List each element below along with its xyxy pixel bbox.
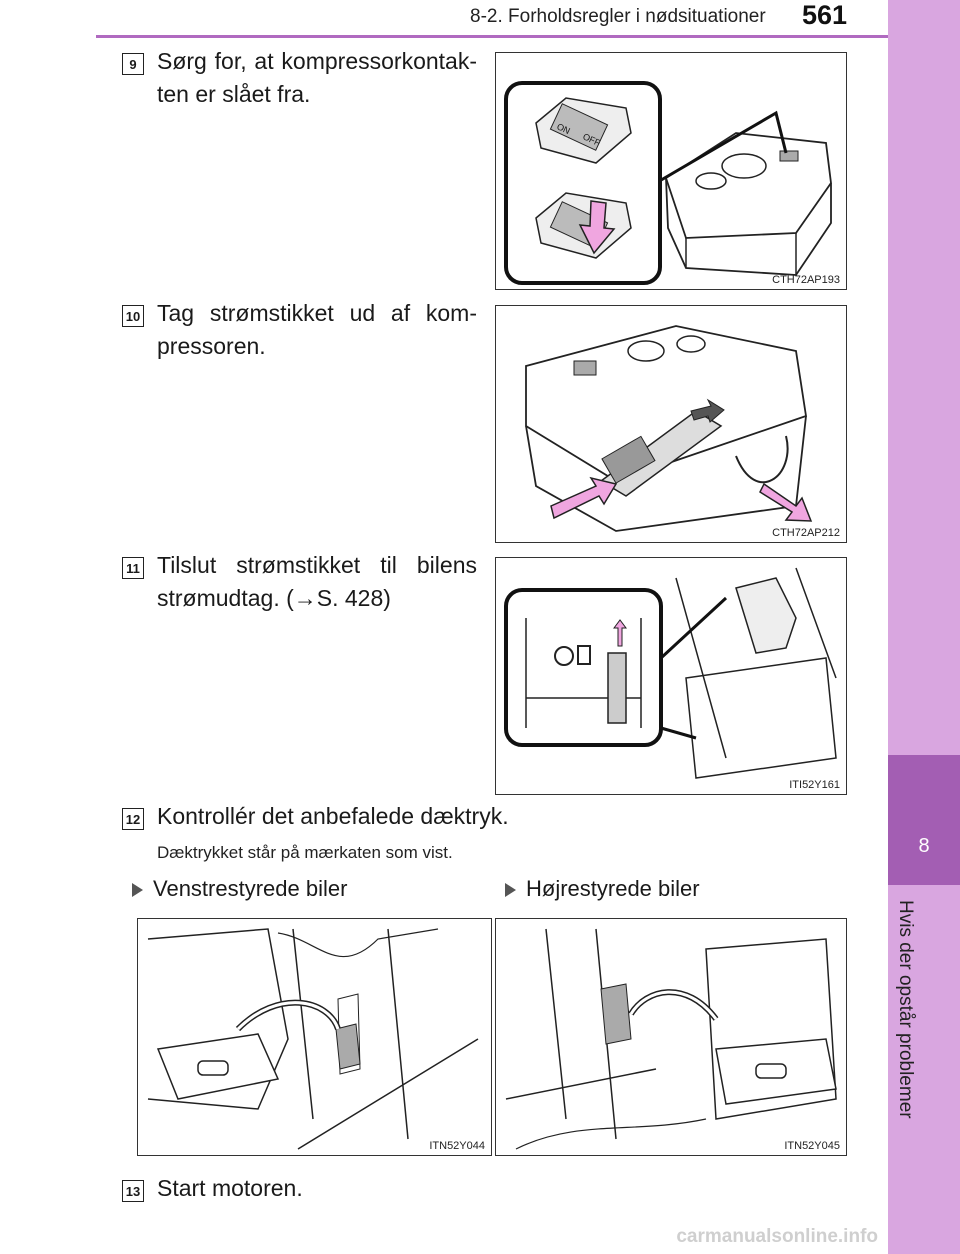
step-text-part: ) [383, 585, 391, 611]
variant-label: Højrestyrede biler [526, 876, 700, 901]
step-number: 11 [122, 557, 144, 579]
figure-code: ITI52Y161 [789, 779, 840, 791]
page-reference-link[interactable]: S. 428 [316, 585, 384, 611]
variant-label: Venstrestyrede biler [153, 876, 348, 901]
triangle-bullet-icon [132, 883, 143, 898]
step-number: 12 [122, 808, 144, 830]
figure-power-outlet: ITI52Y161 [495, 557, 847, 795]
figure-rhd-door-label: ITN52Y045 [495, 918, 847, 1156]
watermark: carmanualsonline.info [676, 1226, 878, 1247]
step-text: Start motoren. [157, 1175, 303, 1201]
figure-compressor-plug: CTH72AP212 [495, 305, 847, 543]
step-text: Sørg for, at kompressorkontak-ten er slå… [157, 48, 477, 107]
step-text: Kontrollér det anbefalede dæktryk. [157, 803, 509, 829]
step-note: Dæktrykket står på mærkaten som vist. [157, 843, 453, 862]
section-title: 8-2. Forholdsregler i nødsituationer [470, 6, 766, 27]
side-tab [888, 0, 960, 1254]
variant-heading-rhd: Højrestyrede biler [505, 876, 700, 902]
figure-code: CTH72AP212 [772, 527, 840, 539]
figure-compressor-switch: ON OFF CTH72AP193 [495, 52, 847, 290]
step-text: Tilslut strømstikket til bilens strømudt… [157, 549, 477, 615]
header-divider [96, 35, 888, 38]
figure-code: CTH72AP193 [772, 274, 840, 286]
arrow-ref-icon: → [293, 585, 317, 611]
step-text-part: Tilslut strømstikket til bilens strømudt… [157, 552, 477, 611]
step-text: Tag strømstikket ud af kom-pressoren. [157, 300, 477, 359]
chapter-label: Hvis der opstår problemer [895, 900, 916, 1119]
chapter-number: 8 [918, 835, 930, 857]
step-number: 13 [122, 1180, 144, 1202]
triangle-bullet-icon [505, 883, 516, 898]
page-number: 561 [802, 0, 848, 30]
figure-code: ITN52Y044 [429, 1140, 485, 1152]
step-number: 9 [122, 53, 144, 75]
step-number: 10 [122, 305, 144, 327]
variant-heading-lhd: Venstrestyrede biler [132, 876, 347, 902]
figure-code: ITN52Y045 [784, 1140, 840, 1152]
chapter-tab: 8 [888, 755, 960, 885]
chapter-label-wrap: Hvis der opstår problemer [892, 900, 922, 1140]
figure-lhd-door-label: ITN52Y044 [137, 918, 492, 1156]
